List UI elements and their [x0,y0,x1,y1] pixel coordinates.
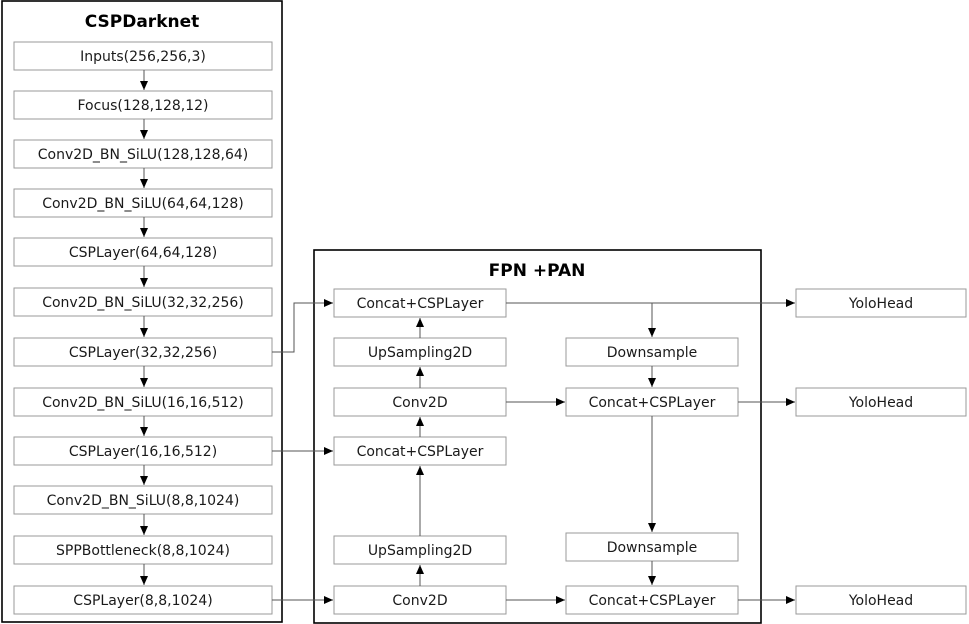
backbone-layer-label: SPPBottleneck(8,8,1024) [56,543,230,559]
neck-node-label: Concat+CSPLayer [357,444,484,460]
neck-node: Concat+CSPLayer [333,288,507,318]
backbone-layer-label: Focus(128,128,12) [77,98,208,114]
backbone-layer: Conv2D_BN_SiLU(128,128,64) [13,139,273,169]
cspdarknet-title: CSPDarknet [85,12,200,32]
fpn-pan-title: FPN +PAN [489,261,586,281]
connector-arrows [272,299,795,604]
backbone-layer-label: Inputs(256,256,3) [80,49,206,65]
neck-node-label: Concat+CSPLayer [357,296,484,312]
yolohead-node: YoloHead [795,288,967,318]
backbone-layer: Conv2D_BN_SiLU(16,16,512) [13,387,273,417]
yolohead-label: YoloHead [848,395,913,411]
yolo-heads: YoloHead YoloHead YoloHead [795,288,967,615]
neck-node: Concat+CSPLayer [333,436,507,466]
neck-node: UpSampling2D [333,337,507,367]
backbone-layer-list: Inputs(256,256,3) Focus(128,128,12) Conv… [13,41,273,615]
neck-node: Concat+CSPLayer [565,585,739,615]
neck-node-label: UpSampling2D [368,543,472,559]
backbone-layer-label: CSPLayer(32,32,256) [69,345,217,361]
neck-node-label: Conv2D [392,593,447,609]
neck-node: Conv2D [333,585,507,615]
backbone-layer: CSPLayer(32,32,256) [13,337,273,367]
neck-node: UpSampling2D [333,535,507,565]
neck-node-label: Concat+CSPLayer [589,593,716,609]
yolohead-label: YoloHead [848,593,913,609]
backbone-layer: CSPLayer(8,8,1024) [13,585,273,615]
neck-node: Conv2D [333,387,507,417]
neck-node-label: UpSampling2D [368,345,472,361]
backbone-layer: Conv2D_BN_SiLU(8,8,1024) [13,485,273,515]
backbone-layer: Conv2D_BN_SiLU(64,64,128) [13,188,273,218]
neck-node-label: Downsample [607,345,698,361]
yolohead-node: YoloHead [795,387,967,417]
backbone-layer-label: CSPLayer(64,64,128) [69,245,217,261]
backbone-layer: Inputs(256,256,3) [13,41,273,71]
neck-node: Concat+CSPLayer [565,387,739,417]
neck-node-label: Conv2D [392,395,447,411]
flow-arrow [272,299,333,353]
backbone-layer-label: CSPLayer(16,16,512) [69,444,217,460]
yolohead-node: YoloHead [795,585,967,615]
backbone-layer: CSPLayer(64,64,128) [13,237,273,267]
backbone-layer-label: Conv2D_BN_SiLU(64,64,128) [42,196,244,212]
backbone-layer-label: Conv2D_BN_SiLU(8,8,1024) [47,493,240,509]
backbone-layer: SPPBottleneck(8,8,1024) [13,535,273,565]
backbone-layer-label: CSPLayer(8,8,1024) [73,593,212,609]
backbone-layer: Focus(128,128,12) [13,90,273,120]
yolohead-label: YoloHead [848,296,913,312]
backbone-layer-label: Conv2D_BN_SiLU(32,32,256) [42,295,244,311]
backbone-layer: Conv2D_BN_SiLU(32,32,256) [13,287,273,317]
backbone-layer: CSPLayer(16,16,512) [13,436,273,466]
backbone-layer-label: Conv2D_BN_SiLU(128,128,64) [38,147,248,163]
neck-node: Downsample [565,532,739,562]
neck-node-label: Downsample [607,540,698,556]
neck-node: Downsample [565,337,739,367]
neck-node-label: Concat+CSPLayer [589,395,716,411]
backbone-layer-label: Conv2D_BN_SiLU(16,16,512) [42,395,244,411]
